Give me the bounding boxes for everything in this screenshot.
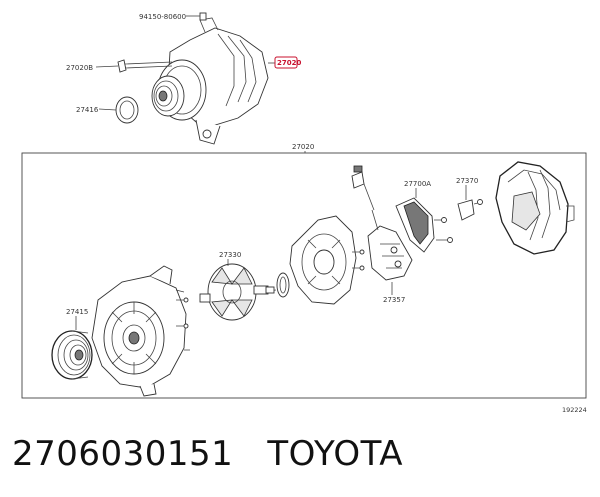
stator-drawing	[289, 215, 365, 305]
regulator-drawing	[395, 197, 453, 253]
callout-rectifier: 27357	[383, 296, 405, 304]
terminal-drawing	[351, 165, 375, 211]
part-footer: 2706030151 TOYOTA	[12, 434, 403, 474]
callout-alternator-ref: 27020	[277, 59, 301, 67]
callout-pulley: 27415	[66, 308, 88, 316]
callout-rotor: 27330	[219, 251, 241, 259]
rotor-drawing	[199, 263, 277, 321]
parts-diagram: 94150-80600 27020B 27416 27020 27020 274…	[21, 12, 587, 414]
exploded-view-frame	[21, 152, 587, 399]
callout-brush: 27370	[456, 177, 478, 185]
front-housing-drawing	[91, 265, 190, 397]
alternator-assembly-drawing	[115, 12, 269, 145]
callout-bolt-top: 94150-80600	[139, 13, 186, 21]
brush-holder-drawing	[457, 199, 483, 221]
callout-assembly: 27020	[292, 143, 314, 151]
part-number: 2706030151	[12, 434, 234, 474]
callout-regulator: 27700A	[404, 180, 431, 188]
pulley-drawing	[51, 330, 93, 380]
callout-bolt-left: 27020B	[66, 64, 93, 72]
highlight-box	[274, 56, 298, 69]
diagram-id: 192224	[562, 406, 587, 414]
brand-name: TOYOTA	[267, 434, 404, 474]
rear-cover-drawing	[495, 161, 575, 255]
callout-plate: 27416	[76, 106, 99, 114]
rectifier-drawing	[367, 209, 413, 281]
